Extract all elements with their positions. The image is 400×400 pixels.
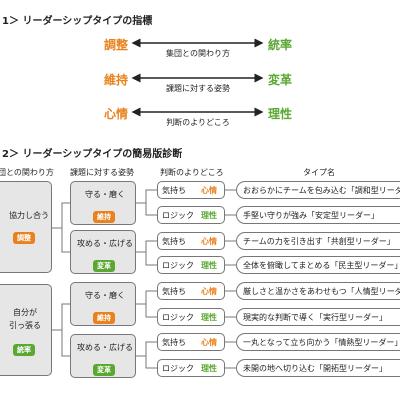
judge-word: ロジック: [162, 261, 194, 270]
task-box-3: 守る・磨く 維持: [70, 282, 136, 326]
type-name: おおらかにチームを包み込む「調和型リーダー」: [243, 186, 400, 195]
column-header-task: 課題に対する姿勢: [70, 168, 134, 177]
task-box-text: 攻める・広げる: [77, 343, 133, 352]
judge-box-2: ロジック 理性: [157, 206, 225, 224]
task-box-4: 攻める・広げる 変革: [70, 334, 136, 378]
axis2-left-label: 維持: [104, 73, 129, 87]
type-box-8: 未開の地へ切り込む「開拓型リーダー」: [236, 359, 400, 377]
type-box-7: 一丸となって立ち向かう「情熱型リーダー」: [236, 333, 400, 351]
axis1-right-label: 統率: [268, 38, 293, 52]
judge-badge: 心情: [201, 237, 217, 246]
axis3-left-label: 心情: [104, 107, 129, 121]
judge-word: 気持ち: [162, 287, 186, 296]
judge-word: ロジック: [162, 313, 194, 322]
group-box-cooperate: 協力し合う 調整: [0, 181, 52, 273]
axis2-caption: 課題に対する姿勢: [166, 84, 230, 93]
axis3-caption: 判断のよりどころ: [166, 118, 230, 127]
judge-box-8: ロジック 理性: [157, 359, 225, 377]
task-box-text: 攻める・広げる: [77, 239, 133, 248]
type-name: チームの力を引き出す「共創型リーダー」: [243, 237, 395, 246]
task-badge: 維持: [93, 211, 115, 223]
judge-box-7: 気持ち 心情: [157, 333, 225, 351]
type-box-5: 厳しさと温かさをあわせもつ「人情型リーダー」: [236, 282, 400, 300]
type-name: 全体を俯瞰してまとめる「民主型リーダー」: [243, 261, 400, 270]
judge-word: 気持ち: [162, 237, 186, 246]
judge-badge: 理性: [201, 313, 217, 322]
group-box-text-2: 引っ張る: [9, 321, 41, 330]
task-box-text: 守る・磨く: [85, 190, 125, 199]
judge-badge: 心情: [201, 287, 217, 296]
judge-word: 気持ち: [162, 186, 186, 195]
group-box-lead: 自分が 引っ張る 統率: [0, 284, 52, 376]
type-box-6: 現実的な判断で導く「実行型リーダー」: [236, 308, 400, 326]
type-box-1: おおらかにチームを包み込む「調和型リーダー」: [236, 181, 400, 199]
axis3-right-label: 理性: [268, 107, 293, 121]
judge-badge: 理性: [201, 261, 217, 270]
section2-heading: 2＞ リーダーシップタイプの簡易版診断: [2, 149, 183, 160]
group-box-text: 協力し合う: [9, 211, 49, 220]
type-box-3: チームの力を引き出す「共創型リーダー」: [236, 232, 400, 250]
type-name: 手堅い守りが強み「安定型リーダー」: [243, 211, 379, 220]
task-badge: 変革: [93, 260, 115, 272]
type-name: 厳しさと温かさをあわせもつ「人情型リーダー」: [243, 287, 400, 296]
judge-badge: 心情: [201, 186, 217, 195]
axis1-left-label: 調整: [104, 38, 129, 52]
group-badge: 統率: [13, 344, 35, 356]
task-box-1: 守る・磨く 維持: [70, 181, 136, 225]
column-header-type: タイプ名: [303, 168, 335, 177]
section1-heading: 1＞ リーダーシップタイプの指標: [2, 16, 153, 27]
group-badge: 調整: [13, 232, 35, 244]
type-name: 未開の地へ切り込む「開拓型リーダー」: [243, 364, 387, 373]
judge-badge: 心情: [201, 338, 217, 347]
judge-badge: 理性: [201, 211, 217, 220]
column-header-judge: 判断のよりどころ: [160, 168, 224, 177]
judge-badge: 理性: [201, 364, 217, 373]
judge-box-6: ロジック 理性: [157, 308, 225, 326]
judge-box-4: ロジック 理性: [157, 256, 225, 274]
group-box-text: 自分が: [13, 308, 37, 317]
judge-word: 気持ち: [162, 338, 186, 347]
task-badge: 変革: [93, 364, 115, 376]
type-box-4: 全体を俯瞰してまとめる「民主型リーダー」: [236, 256, 400, 274]
axis1-caption: 集団との関わり方: [166, 49, 230, 58]
task-box-text: 守る・磨く: [85, 291, 125, 300]
type-box-2: 手堅い守りが強み「安定型リーダー」: [236, 206, 400, 224]
judge-box-1: 気持ち 心情: [157, 181, 225, 199]
judge-word: ロジック: [162, 364, 194, 373]
column-header-group: 団との関わり方: [0, 168, 54, 177]
judge-box-5: 気持ち 心情: [157, 282, 225, 300]
task-badge: 維持: [93, 312, 115, 324]
type-name: 一丸となって立ち向かう「情熱型リーダー」: [243, 338, 400, 347]
axis2-right-label: 変革: [268, 73, 293, 87]
type-name: 現実的な判断で導く「実行型リーダー」: [243, 313, 387, 322]
judge-box-3: 気持ち 心情: [157, 232, 225, 250]
task-box-2: 攻める・広げる 変革: [70, 230, 136, 274]
judge-word: ロジック: [162, 211, 194, 220]
